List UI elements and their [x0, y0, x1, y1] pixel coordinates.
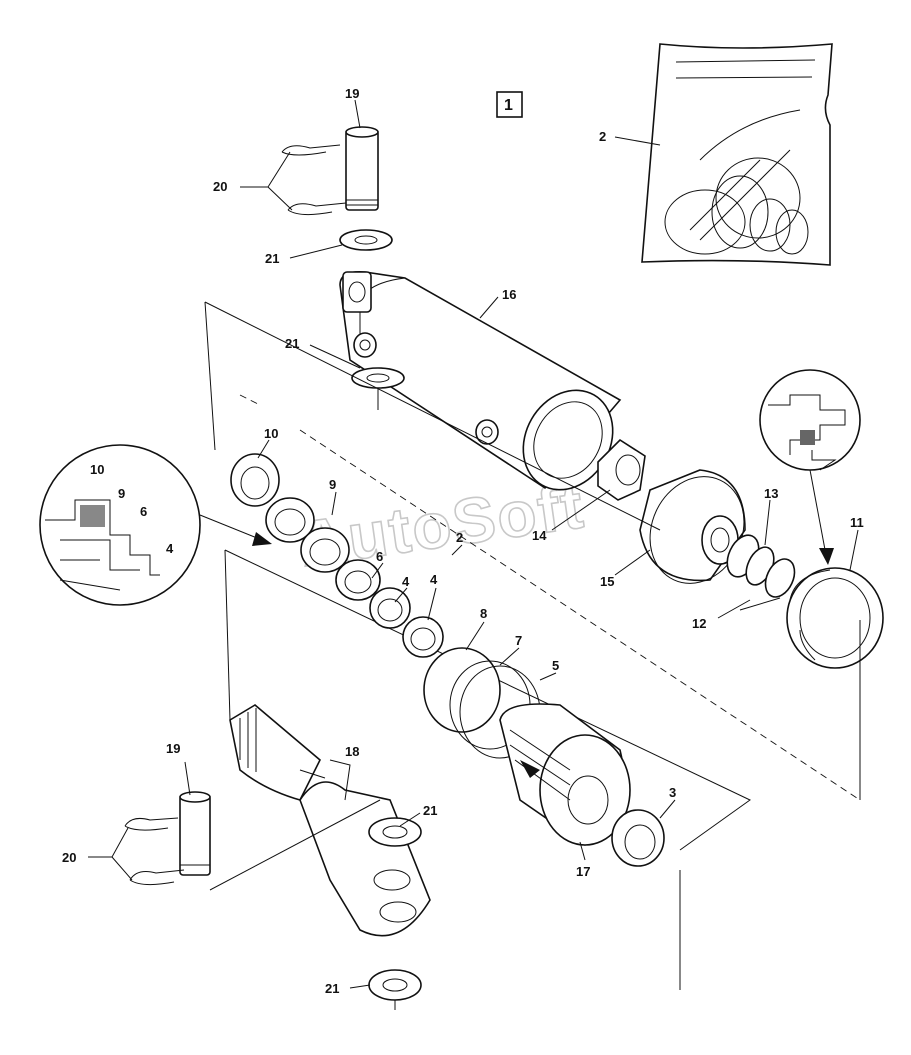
callout-8: 8 — [480, 606, 487, 621]
callout-4: 4 — [430, 572, 438, 587]
callout-10: 10 — [264, 426, 278, 441]
piston-nut — [597, 438, 646, 501]
callout-21: 21 — [265, 251, 279, 266]
callout-11: 11 — [850, 515, 864, 530]
callout-17: 17 — [576, 864, 590, 879]
callout-20: 20 — [213, 179, 227, 194]
callout-6: 6 — [376, 549, 383, 564]
callout-4-detail: 4 — [166, 541, 174, 556]
callout-14: 14 — [532, 528, 547, 543]
leader-lines — [88, 99, 859, 989]
callout-19: 19 — [166, 741, 180, 756]
callout-13: 13 — [764, 486, 778, 501]
end-cap — [786, 567, 884, 669]
detail-arrow-right — [809, 469, 827, 556]
o-ring-12b — [764, 558, 796, 598]
seal-kit-bag — [641, 43, 833, 266]
rod-seal-3 — [611, 809, 665, 867]
callout-18: 18 — [345, 744, 359, 759]
callout-21: 21 — [423, 803, 437, 818]
cylinder-barrel — [339, 270, 622, 491]
retaining-clips-top — [281, 144, 347, 216]
washer-rod-upper — [368, 817, 422, 847]
callout-7: 7 — [515, 633, 522, 648]
callout-12: 12 — [692, 616, 706, 631]
callout-2: 2 — [599, 129, 606, 144]
gland — [639, 469, 746, 584]
seal-stack — [230, 453, 444, 658]
callout-4: 4 — [402, 574, 410, 589]
callout-3: 3 — [669, 785, 676, 800]
callout-6-detail: 6 — [140, 504, 147, 519]
callout-16: 16 — [502, 287, 516, 302]
callout-20: 20 — [62, 850, 76, 865]
piston — [499, 703, 631, 846]
callout-5: 5 — [552, 658, 559, 673]
detail-arrow-left — [199, 514, 263, 541]
callout-9: 9 — [329, 477, 336, 492]
callout-19: 19 — [345, 86, 359, 101]
detail-circle-right — [759, 369, 861, 471]
washer-barrel — [351, 367, 405, 389]
washer-top — [339, 229, 393, 251]
callout-21: 21 — [285, 336, 299, 351]
retaining-clips-bottom — [124, 817, 185, 886]
callout-9-detail: 9 — [118, 486, 125, 501]
piston-seal-8 — [423, 647, 501, 733]
figure-number-box — [496, 91, 523, 118]
pivot-pin-top — [345, 126, 379, 211]
callout-2: 2 — [456, 530, 463, 545]
figure-number: 1 — [504, 97, 513, 114]
pivot-pin-bottom — [179, 791, 211, 876]
detail-circle-left — [39, 444, 201, 606]
callout-15: 15 — [600, 574, 614, 589]
callout-10-detail: 10 — [90, 462, 104, 477]
callout-21: 21 — [325, 981, 339, 996]
washer-rod-lower — [368, 969, 422, 1001]
